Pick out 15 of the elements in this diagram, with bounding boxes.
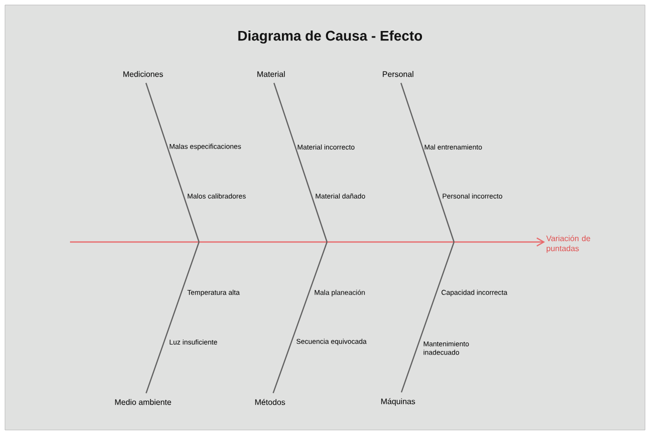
bone-line [400,242,455,392]
bone-line [145,82,200,242]
category-label: Medio ambiente [115,399,172,405]
category-label: Material [257,71,285,77]
bone-line [146,242,200,394]
bone-line [272,242,328,394]
effect-label: Variación de puntadas [546,235,590,253]
bone-line [273,82,328,242]
category-label: Máquinas [381,398,416,406]
category-label: Personal [382,71,414,77]
category-label: Mediciones [123,71,163,77]
title: Diagrama de Causa - Efecto [238,30,422,44]
bone-line [400,82,455,242]
spine-arrow [70,237,545,247]
category-label: Métodos [255,399,286,405]
